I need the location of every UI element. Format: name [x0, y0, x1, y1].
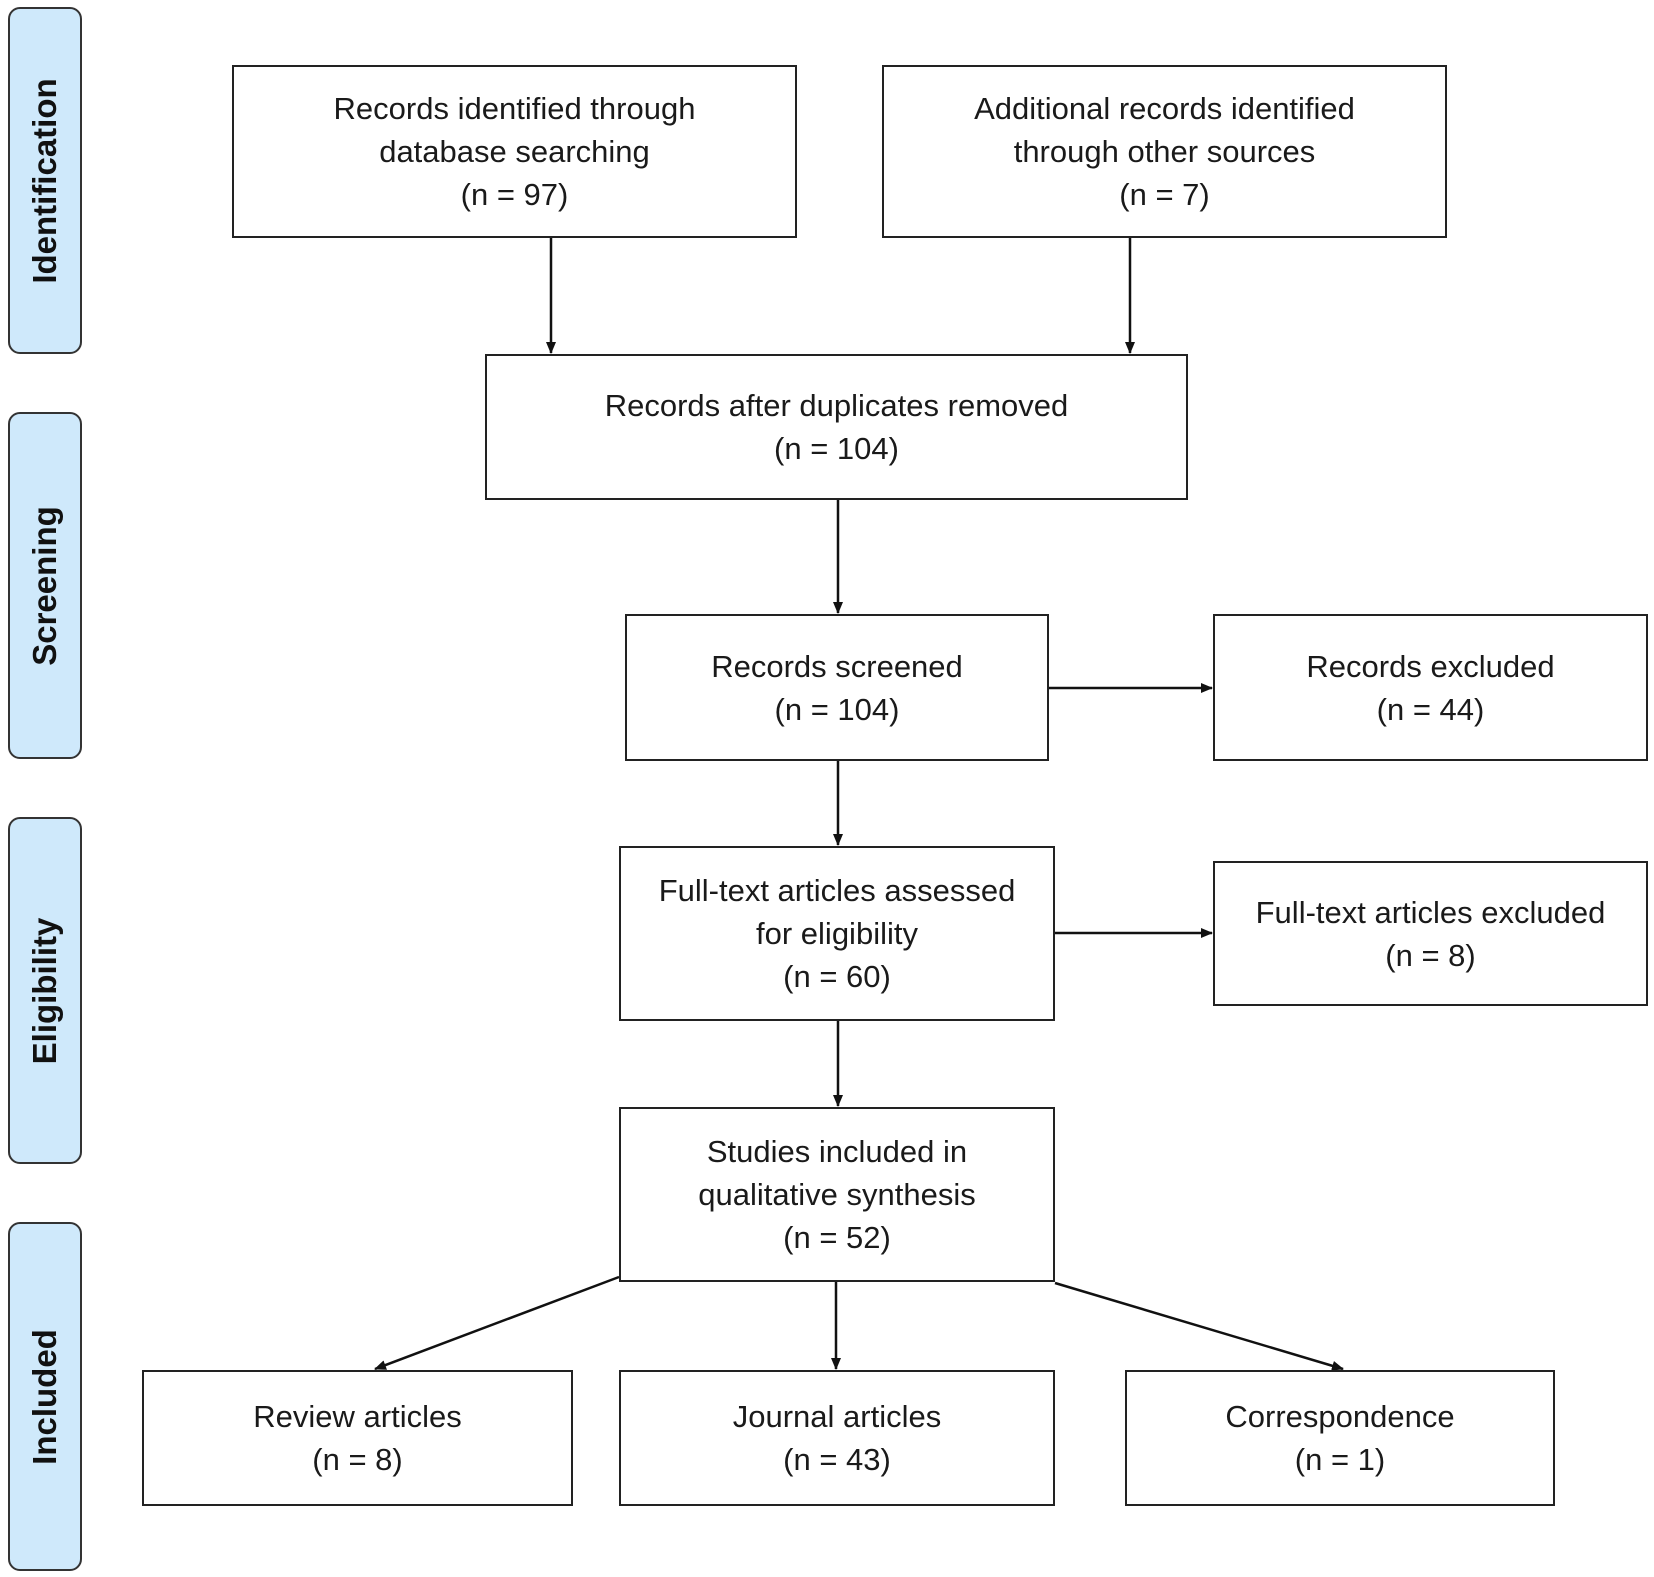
- box-database-records-line1: Records identified through: [333, 91, 696, 126]
- box-records-excluded-count: (n = 44): [1376, 691, 1485, 727]
- box-other-sources-count: (n = 7): [1119, 177, 1210, 212]
- box-database-records: Records identified through database sear…: [232, 65, 797, 238]
- box-records-screened-count: (n = 104): [774, 691, 900, 727]
- box-studies-included-count: (n = 52): [783, 1220, 891, 1255]
- phase-eligibility: Eligibility: [8, 817, 82, 1164]
- box-records-screened: Records screened (n = 104): [625, 614, 1049, 761]
- box-fulltext-assessed-line2: for eligibility: [756, 916, 918, 951]
- box-records-screened-line1: Records screened: [711, 648, 963, 684]
- box-database-records-count: (n = 97): [460, 177, 569, 212]
- box-studies-included-line2: qualitative synthesis: [698, 1177, 976, 1212]
- box-studies-included-line1: Studies included in: [706, 1134, 968, 1169]
- box-other-sources: Additional records identified through ot…: [882, 65, 1447, 238]
- arrow-included-to-correspondence: [1054, 1281, 1344, 1371]
- box-review-articles-count: (n = 8): [312, 1442, 403, 1477]
- box-fulltext-excluded: Full-text articles excluded (n = 8): [1213, 861, 1648, 1006]
- box-duplicates-removed-line1: Records after duplicates removed: [604, 388, 1069, 423]
- box-review-articles-line1: Review articles: [253, 1399, 462, 1434]
- box-duplicates-removed-count: (n = 104): [774, 431, 899, 466]
- box-journal-articles-count: (n = 43): [783, 1442, 891, 1477]
- phase-included: Included: [8, 1222, 82, 1571]
- box-correspondence-count: (n = 1): [1294, 1442, 1386, 1477]
- box-duplicates-removed: Records after duplicates removed (n = 10…: [485, 354, 1188, 500]
- phase-identification: Identification: [8, 7, 82, 354]
- box-fulltext-assessed-count: (n = 60): [783, 959, 891, 994]
- box-correspondence: Correspondence (n = 1): [1125, 1370, 1555, 1506]
- box-journal-articles: Journal articles (n = 43): [619, 1370, 1055, 1506]
- box-fulltext-excluded-line1: Full-text articles excluded: [1255, 894, 1606, 930]
- box-records-excluded-line1: Records excluded: [1306, 648, 1555, 684]
- box-studies-included: Studies included in qualitative synthesi…: [619, 1107, 1055, 1282]
- box-fulltext-assessed-line1: Full-text articles assessed: [658, 873, 1016, 908]
- box-database-records-line2: database searching: [379, 134, 650, 169]
- box-journal-articles-line1: Journal articles: [732, 1399, 942, 1434]
- box-other-sources-line2: through other sources: [1013, 134, 1316, 169]
- box-correspondence-line1: Correspondence: [1225, 1399, 1455, 1434]
- box-fulltext-excluded-count: (n = 8): [1385, 937, 1476, 973]
- box-fulltext-assessed: Full-text articles assessed for eligibil…: [619, 846, 1055, 1021]
- box-review-articles: Review articles (n = 8): [142, 1370, 573, 1506]
- box-other-sources-line1: Additional records identified: [974, 91, 1355, 126]
- box-records-excluded: Records excluded (n = 44): [1213, 614, 1648, 761]
- phase-screening: Screening: [8, 412, 82, 759]
- arrow-included-to-review: [374, 1275, 620, 1371]
